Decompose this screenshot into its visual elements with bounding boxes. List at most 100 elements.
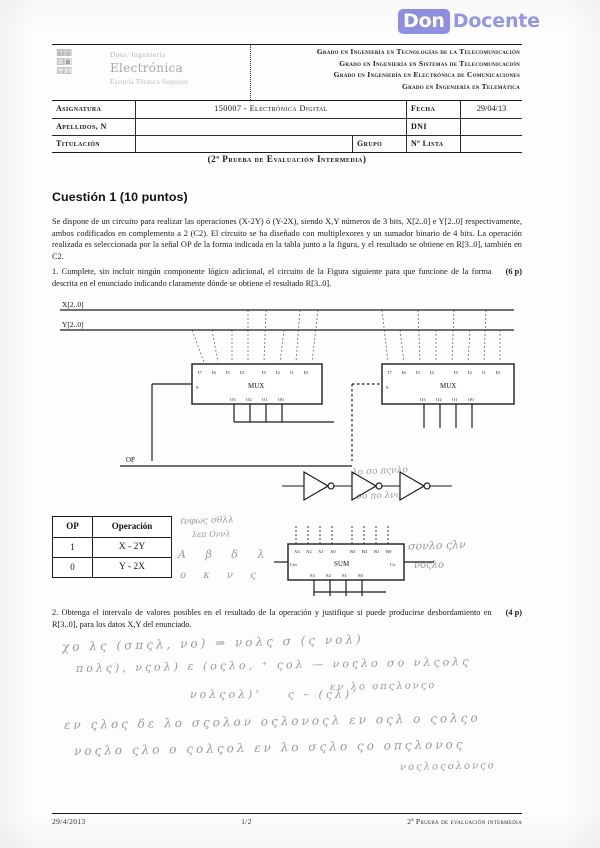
mux-2-input-7: I0 bbox=[496, 370, 501, 375]
mux-1-output-3: O0 bbox=[278, 397, 284, 402]
identity-table: Asignatura 150007 - Electrónica Digital … bbox=[52, 100, 522, 153]
op-operation-row-1: X - 2Y bbox=[118, 542, 146, 552]
mux-2-block bbox=[381, 363, 515, 405]
label-grupo: Grupo bbox=[352, 136, 406, 152]
bus-label-y: Y[2..0] bbox=[62, 320, 84, 329]
page-footer: 29/4/2013 1/2 2ª Prueba de evaluación in… bbox=[52, 813, 522, 826]
handwriting-answer-line: εν ςλος δε λο σςολον οςλονοςλ εν οςλ ο ς… bbox=[63, 710, 481, 732]
adder-b-2: B2 bbox=[362, 549, 368, 554]
mux-2-input-2: I5 bbox=[416, 370, 421, 375]
logo-line-3: Escuela Técnica Superior bbox=[110, 78, 189, 86]
question-part-2-points: (4 p) bbox=[505, 608, 522, 617]
table-row: 0 Y - 2X bbox=[53, 557, 171, 577]
degree-item-1: Grado en Ingeniería en Tecnologías de la… bbox=[316, 47, 520, 56]
value-nlista[interactable] bbox=[460, 136, 522, 152]
bus-label-x: X[2..0] bbox=[62, 300, 84, 309]
op-header-operacion: Operación bbox=[111, 521, 153, 531]
adder-label: SUM bbox=[334, 560, 350, 568]
mux-1-output-1: O2 bbox=[246, 397, 252, 402]
mux-2-output-3: O0 bbox=[468, 397, 474, 402]
adder-sum-2: S2 bbox=[326, 573, 332, 578]
degree-item-2: Grado en Ingeniería en Sistemas de Telec… bbox=[339, 58, 520, 68]
question-part-2: (4 p) 2. Obtenga el intervalo de valores… bbox=[52, 607, 522, 630]
label-apellidos: Apellidos, N bbox=[52, 119, 136, 135]
mux-1-input-0: I7 bbox=[198, 370, 203, 375]
mux-2-input-4: I3 bbox=[454, 370, 459, 375]
adder-a-1: A1 bbox=[318, 549, 324, 554]
handwriting-answer-line: νολςολ)’ ς – (ςλ)’ bbox=[190, 688, 359, 701]
footer-exam-name: 2ª Prueba de evaluación intermedia bbox=[407, 817, 522, 826]
mux-2-sel: S bbox=[386, 385, 389, 390]
value-asignatura: 150007 - Electrónica Digital bbox=[214, 104, 328, 113]
footer-date: 29/4/2013 bbox=[52, 817, 86, 826]
table-row: 1 X - 2Y bbox=[53, 537, 171, 557]
university-shield-icon: ▦▦▧▣▤▥ bbox=[56, 49, 72, 76]
mux-1-sel: S bbox=[196, 385, 199, 390]
adder-sum-0: S0 bbox=[358, 573, 364, 578]
value-titulacion[interactable] bbox=[136, 136, 352, 152]
university-logo: ▦▦▧▣▤▥ Dpto. Ingeniería Electrónica Escu… bbox=[52, 45, 250, 100]
logo-line-2: Electrónica bbox=[110, 61, 183, 75]
dondocente-watermark: Don Docente bbox=[398, 8, 584, 34]
mux-1-output-2: O1 bbox=[262, 397, 268, 402]
op-truth-table: OP Operación 1 X - 2Y 0 Y - 2X bbox=[52, 516, 172, 578]
mux-2-input-1: I6 bbox=[402, 370, 407, 375]
degree-item-4: Grado en Ingeniería en Telemática bbox=[402, 81, 520, 91]
label-nlista: Nº Lista bbox=[406, 136, 460, 152]
mux-1-label: MUX bbox=[248, 382, 264, 390]
label-asignatura: Asignatura bbox=[52, 101, 136, 118]
question-part-1: (6 p) 1. Complete, sin incluir ningún co… bbox=[52, 266, 522, 289]
circuit-svg: X[2..0] Y[2..0] bbox=[60, 300, 515, 596]
value-dni[interactable] bbox=[460, 119, 522, 135]
adder-b-3: B3 bbox=[350, 549, 356, 554]
mux-1-input-2: I5 bbox=[226, 370, 231, 375]
question-part-2-text: 2. Obtenga el intervalo de valores posib… bbox=[52, 608, 492, 629]
adder-a-0: A0 bbox=[330, 549, 336, 554]
op-header-op: OP bbox=[53, 517, 93, 537]
footer-page-number: 1/2 bbox=[241, 817, 252, 826]
label-titulacion: Titulación bbox=[52, 136, 136, 152]
value-fecha: 29/04/13 bbox=[460, 101, 522, 118]
table-row: Titulación Grupo Nº Lista bbox=[52, 135, 522, 152]
op-value-row-1: 1 bbox=[53, 538, 93, 557]
question-part-1-points: (6 p) bbox=[505, 267, 522, 276]
question-part-1-text: 1. Complete, sin incluir ningún componen… bbox=[52, 267, 492, 288]
mux-1-input-6: I1 bbox=[290, 370, 295, 375]
circuit-figure: X[2..0] Y[2..0] bbox=[52, 296, 530, 596]
mux-1-input-1: I6 bbox=[212, 370, 217, 375]
mux-2-label: MUX bbox=[440, 382, 456, 390]
mux-2-output-1: O2 bbox=[436, 397, 442, 402]
handwriting-answer-line: εν λο οπςλονςο bbox=[329, 680, 437, 693]
inverter-gates bbox=[303, 470, 431, 502]
question-statement: Se dispone de un circuito para realizar … bbox=[52, 217, 522, 261]
mux-2-output-2: O1 bbox=[452, 397, 458, 402]
table-header-row: OP Operación bbox=[53, 517, 171, 537]
adder-a-2: A2 bbox=[306, 549, 312, 554]
handwriting-answer-line: πολς), νςολ) ε (οςλο, ⁺ ςολ — νοςλο σο ν… bbox=[75, 655, 472, 675]
mux-2-input-6: I1 bbox=[482, 370, 487, 375]
adder-b-1: B1 bbox=[374, 549, 380, 554]
mux-2-input-5: I2 bbox=[468, 370, 473, 375]
mux-1-input-5: I2 bbox=[276, 370, 281, 375]
degree-item-3: Grado en Ingeniería en Electrónica de Co… bbox=[333, 70, 520, 80]
op-value-row-2: 0 bbox=[53, 558, 93, 577]
watermark-text: Docente bbox=[452, 10, 540, 32]
mux-1-block bbox=[191, 363, 323, 405]
value-apellidos[interactable] bbox=[136, 119, 406, 135]
adder-a-3: A3 bbox=[294, 549, 300, 554]
op-operation-row-2: Y - 2X bbox=[118, 562, 146, 572]
table-row: Asignatura 150007 - Electrónica Digital … bbox=[52, 101, 522, 118]
adder-cin-label: Cin bbox=[290, 562, 297, 567]
handwriting-answer-line: χο λς (σπςλ, νο) ⇒ νολς σ (ς νολ) bbox=[61, 632, 364, 654]
degree-list: Grado en Ingeniería en Tecnologías de la… bbox=[250, 45, 522, 100]
mux-2-output-0: O3 bbox=[420, 397, 426, 402]
label-fecha: Fecha bbox=[406, 101, 460, 118]
adder-sum-1: S1 bbox=[342, 573, 348, 578]
handwriting-answer-line: νοςλοςολονςο bbox=[399, 760, 496, 773]
adder-b-0: B0 bbox=[386, 549, 392, 554]
question-title: Cuestión 1 (10 puntos) bbox=[52, 190, 188, 204]
logo-line-1: Dpto. Ingeniería bbox=[110, 50, 166, 59]
watermark-box-text: Don bbox=[398, 8, 450, 34]
label-dni: DNI bbox=[406, 119, 460, 135]
